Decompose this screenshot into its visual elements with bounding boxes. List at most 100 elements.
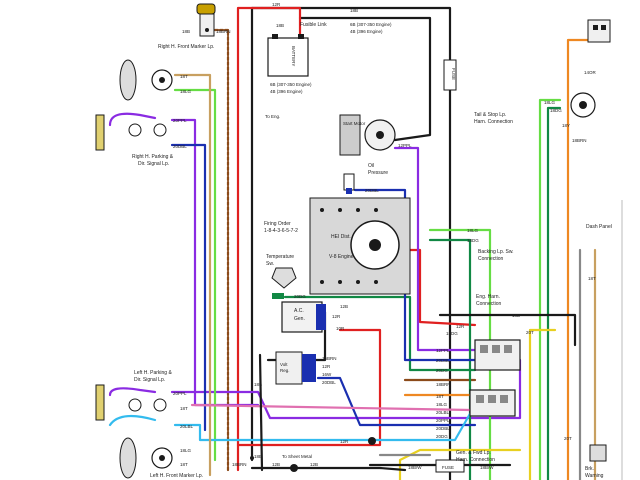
label-w-12b-bot-2: 12B	[310, 462, 318, 467]
wire-20lbl	[173, 403, 477, 442]
label-w-20dbl-1: 20DBL	[173, 144, 187, 149]
label-eng-harn-2: Connection	[476, 301, 502, 307]
ac-generator	[281, 301, 326, 333]
wire-20ppl-l	[170, 358, 522, 420]
label-w-12b-bot: 12B	[272, 462, 280, 467]
label-left-front-marker: Left H. Front Marker Lp.	[150, 473, 203, 479]
wire-14or	[566, 38, 592, 480]
labels: Right H. Front Marker Lp. 18B 18BRN 12R …	[132, 2, 612, 479]
junction-dots	[250, 437, 376, 472]
label-w-18lg-r: 18LG	[467, 228, 479, 233]
wire-18dg-r	[546, 106, 562, 480]
hei-distributor	[309, 197, 411, 295]
label-w-20dbl-eh: 20DBL	[436, 358, 450, 363]
label-w-20t-r: 20T	[564, 436, 572, 441]
label-left-parking: Left H. Parking &	[134, 370, 172, 376]
wire-12ppl-sm	[393, 146, 477, 352]
wire-pink	[190, 403, 472, 412]
label-w-14or: 14OR	[584, 70, 597, 75]
label-left-parking-2: Dir. Signal Lp.	[134, 377, 165, 383]
label-w-6b-307-b: 6B (307-350 Engine)	[270, 82, 312, 87]
label-brk: Brk.	[585, 466, 594, 472]
wire-20dg	[283, 295, 477, 372]
label-w-20ppl-1: 20PPL	[173, 118, 187, 123]
gen-fwd-connector	[469, 389, 516, 417]
tail-stop-connector	[570, 92, 596, 118]
label-oil: Oil	[368, 163, 374, 169]
start-motor	[339, 114, 396, 156]
label-w-20lbl-eh: 20LBL	[436, 410, 450, 415]
label-w-12ppl-sm: 12PPL	[398, 143, 412, 148]
wire-purple-loop-r	[108, 112, 157, 127]
label-w-20dbl-oil: 20DBL	[365, 188, 379, 193]
brake-warning-switch	[589, 444, 607, 462]
label-w-12r-vr: 12R	[322, 364, 331, 369]
label-w-20dg: 20DG	[294, 294, 306, 299]
label-eng-harn: Eng. Harn.	[476, 294, 500, 300]
wire-18brn-left	[213, 28, 230, 472]
label-w-18b-top2: 18B	[350, 8, 358, 13]
label-w-16brn: 16BRN	[322, 356, 337, 361]
oil-pressure-switch	[343, 173, 355, 194]
label-reg: Reg.	[280, 368, 290, 373]
wire-black-bot	[250, 466, 407, 472]
label-w-20t: 20T	[526, 330, 534, 335]
label-volt: Volt	[280, 362, 288, 367]
top-right-connector	[587, 19, 611, 43]
wire-12r-fl	[260, 6, 302, 42]
label-gen-fwd-2: Harn. Connection	[456, 457, 495, 463]
wire-20dbl-r	[170, 143, 207, 432]
wire-18b-fl	[298, 16, 432, 142]
label-w-18lg-2: 18LG	[180, 448, 192, 453]
label-w-20dg-eh: 20DG	[436, 368, 448, 373]
label-dash-panel: Dash Panel	[586, 224, 612, 230]
label-backing-sw: Backing Lp. Sw.	[478, 249, 514, 255]
label-w-18t-2: 18T	[180, 406, 188, 411]
label-w-18t-1: 18T	[180, 74, 188, 79]
label-w-18bw: 18B/W	[408, 465, 422, 470]
label-w-12ppl-eh: 12PPL	[436, 348, 450, 353]
label-w-12r-eh: 12R	[456, 324, 465, 329]
label-w-12r-gen: 12R	[332, 314, 341, 319]
label-ac: A.C.	[294, 308, 304, 314]
right-front-marker-lamp	[196, 3, 216, 37]
label-w-18brn-eh: 18BRN	[436, 382, 451, 387]
label-firing-order: Firing Order	[264, 221, 291, 227]
right-headlamp	[119, 59, 173, 101]
label-w-18lg-1: 18LG	[180, 89, 192, 94]
left-parking-lamp	[95, 384, 167, 421]
label-firing-seq: 1-8-4-3-6-5-7-2	[264, 228, 298, 234]
wire-lbl-loop	[108, 414, 157, 427]
label-to-sheet-metal: To Sheet Metal	[282, 454, 312, 459]
label-w-18t-eh: 18T	[436, 394, 444, 399]
label-v8-engine: V-8 Engine	[329, 254, 354, 260]
label-gen: Gen.	[294, 316, 305, 322]
label-battery: BATTERY	[291, 46, 296, 66]
label-w-20dg-eh2: 20DG	[436, 434, 448, 439]
label-w-18dg-r: 18DG	[467, 238, 479, 243]
label-w-12r-top: 12R	[272, 2, 281, 7]
label-w-18t-r: 18T	[588, 276, 596, 281]
label-w-12b: 12B	[340, 304, 348, 309]
label-w-10r: 10R	[336, 326, 345, 331]
label-w-16w: 16W	[322, 372, 332, 377]
wire-black-eh	[438, 313, 577, 347]
label-tail-stop-2: Harn. Connection	[474, 119, 513, 125]
label-w-18brn-left: 18BRN	[232, 462, 247, 467]
right-parking-lamp	[95, 114, 167, 151]
label-fusible-link: Fusible Link	[300, 22, 327, 28]
label-w-18y: 18Y	[562, 123, 570, 128]
label-w-18b-left: 18B	[254, 454, 262, 459]
label-w-18t-3: 18T	[180, 462, 188, 467]
label-fuse-bottom: FUSE	[442, 465, 454, 470]
label-w-18b-vr: 18B	[254, 382, 262, 387]
label-w-20ppl-eh: 20PPL	[436, 418, 450, 423]
label-w-18dg-eh: 18DG	[446, 331, 458, 336]
voltage-regulator	[275, 351, 316, 385]
label-hei-dist: HEI Dist.	[331, 234, 351, 240]
wire-red-eng	[236, 328, 382, 447]
wire-18lg-rr	[538, 98, 562, 480]
label-w-18lg-ts: 18LG	[544, 100, 556, 105]
label-w-18brn-ts: 18BRN	[572, 138, 587, 143]
